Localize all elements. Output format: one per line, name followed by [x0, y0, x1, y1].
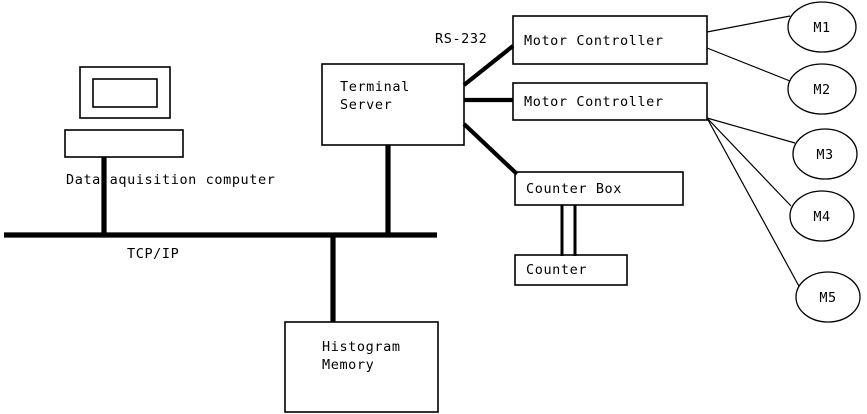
histogram-memory-box[interactable] — [284, 321, 439, 413]
motor-controller-1-box[interactable] — [512, 15, 708, 65]
motor-m1-ellipse[interactable] — [787, 1, 857, 53]
link-terminal-server-to-counter-box — [462, 122, 519, 176]
motor-m2-label: M2 — [813, 82, 831, 98]
motor-m4-label: M4 — [813, 209, 831, 225]
motor-m5-label: M5 — [819, 290, 837, 306]
motor-m3-ellipse[interactable] — [792, 128, 858, 180]
motor-m2-ellipse[interactable] — [787, 63, 857, 115]
motor-m4-ellipse[interactable] — [789, 190, 855, 242]
terminal-server-box[interactable] — [321, 63, 465, 146]
computer-base-icon — [64, 129, 184, 158]
counter-box-box[interactable] — [514, 171, 684, 206]
motor-m5-ellipse[interactable] — [795, 271, 861, 323]
motor-m3-label: M3 — [816, 147, 834, 163]
motor-controller-2-box[interactable] — [512, 82, 708, 121]
computer-screen-icon — [92, 78, 158, 108]
link-motor-controller-1-to-m1 — [706, 15, 791, 33]
link-terminal-server-to-motor-controller-1 — [462, 44, 515, 87]
counter-box[interactable] — [514, 254, 628, 286]
motor-m1-label: M1 — [813, 20, 831, 36]
link-motor-controller-1-to-m2 — [706, 47, 791, 82]
link-motor-controller-2-to-m4 — [706, 117, 792, 207]
link-motor-controller-2-to-m3 — [706, 117, 796, 144]
link-motor-controller-2-to-m5 — [706, 117, 801, 289]
